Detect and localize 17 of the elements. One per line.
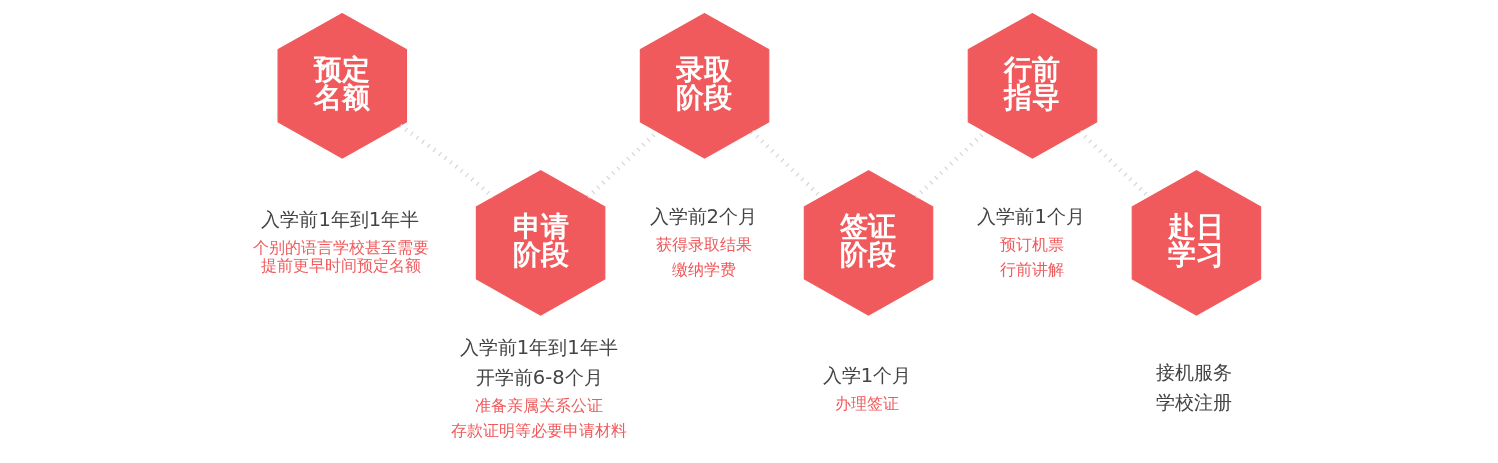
node-label: 入学1个月 <box>822 363 912 387</box>
node-label: 存款证明等必要申请材料 <box>451 420 628 440</box>
node-label: 准备亲属关系公证 <box>475 395 604 415</box>
node-label: 行前讲解 <box>999 259 1064 279</box>
node-label: 入学前1个月 <box>977 204 1085 228</box>
node-label: 入学前2个月 <box>649 204 757 228</box>
node-label: 获得录取结果 <box>655 234 752 254</box>
node-label: 办理签证 <box>835 393 900 413</box>
connector <box>398 123 495 199</box>
node-label: 预订机票 <box>999 234 1064 254</box>
node-label: 入学前1年到1年半 <box>261 207 420 231</box>
node-label: 开学前6-8个月 <box>475 365 603 389</box>
node-label: 缴纳学费 <box>671 259 736 279</box>
node-label: 个别的语言学校甚至需要提前更早时间预定名额 <box>252 237 429 275</box>
node-label: 学校注册 <box>1156 390 1233 414</box>
node-label: 入学前1年到1年半 <box>459 335 618 359</box>
node-label: 接机服务 <box>1156 360 1233 384</box>
